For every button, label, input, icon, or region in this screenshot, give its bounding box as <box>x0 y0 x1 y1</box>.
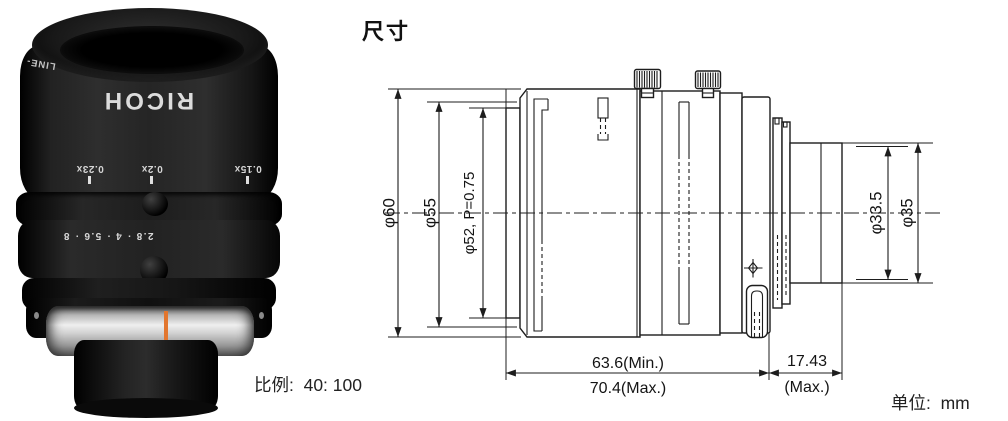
set-screw-hole <box>34 312 39 319</box>
dim-label-d55: φ55 <box>420 198 439 228</box>
scale-label: 比例: 40: 100 <box>254 375 362 395</box>
set-screw-hole <box>259 312 264 319</box>
dim-label-length-max: 70.4(Max.) <box>590 380 666 397</box>
dim-label-d52: φ52, P=0.75 <box>461 172 478 255</box>
extension-lines <box>388 88 933 380</box>
drawing-title: 尺寸 <box>362 19 411 44</box>
lens-front-glass <box>60 26 244 74</box>
dim-label-d60: φ60 <box>379 198 398 228</box>
unit-label: 单位: mm <box>891 393 970 413</box>
c-mount-bottom <box>74 398 218 418</box>
dim-label-d33-5: φ33.5 <box>867 192 885 235</box>
lock-knob-upper <box>142 192 168 216</box>
dim-label-d35: φ35 <box>898 198 916 227</box>
lock-pin-tab <box>745 284 769 339</box>
lens-outline <box>505 68 843 339</box>
dim-label-back-max: (Max.) <box>784 379 829 396</box>
lens-photo: RICOH LINE- 0.23x 0.2x 0.15x 2.8 · 4 · 5… <box>8 6 288 418</box>
dim-label-length-min: 63.6(Min.) <box>592 355 664 372</box>
dim-label-back-length: 17.43 <box>787 353 827 370</box>
dimension-lines <box>394 89 922 377</box>
alignment-index-mark <box>164 311 168 343</box>
position-marker-icon <box>744 259 763 278</box>
